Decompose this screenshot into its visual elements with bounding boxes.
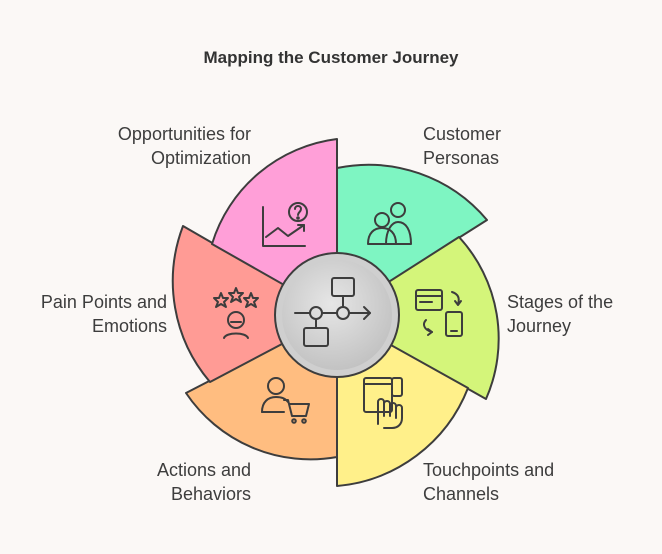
label-opportunities: Opportunities for Optimization [60,122,251,170]
chart-question-icon [262,202,308,247]
label-line: Pain Points and [40,292,167,312]
label-line: Customer [423,124,502,144]
devices-touch-icon [363,377,403,429]
label-line: Behaviors [170,484,251,504]
people-icon [367,202,412,245]
label-customer-personas: Customer Personas [423,122,501,170]
label-line: Stages of the [507,292,614,312]
label-line: Channels [423,484,500,504]
screen-transition-icon [415,289,463,337]
label-line: Optimization [150,148,251,168]
segment-stages [336,236,500,400]
label-line: Journey [507,316,572,336]
flowchart-icon [294,277,371,347]
label-line: Touchpoints and [423,460,555,480]
label-line: Opportunities for [117,124,251,144]
label-touchpoints: Touchpoints and Channels [423,458,554,506]
label-line: Emotions [91,316,167,336]
label-stages: Stages of the Journey [507,290,613,338]
rating-face-icon [213,287,259,339]
label-pain-points: Pain Points and Emotions [10,290,167,338]
label-line: Actions and [156,460,251,480]
diagram-title: Mapping the Customer Journey [203,48,459,67]
person-cart-icon [261,377,310,424]
label-line: Personas [423,148,500,168]
label-actions: Actions and Behaviors [90,458,251,506]
